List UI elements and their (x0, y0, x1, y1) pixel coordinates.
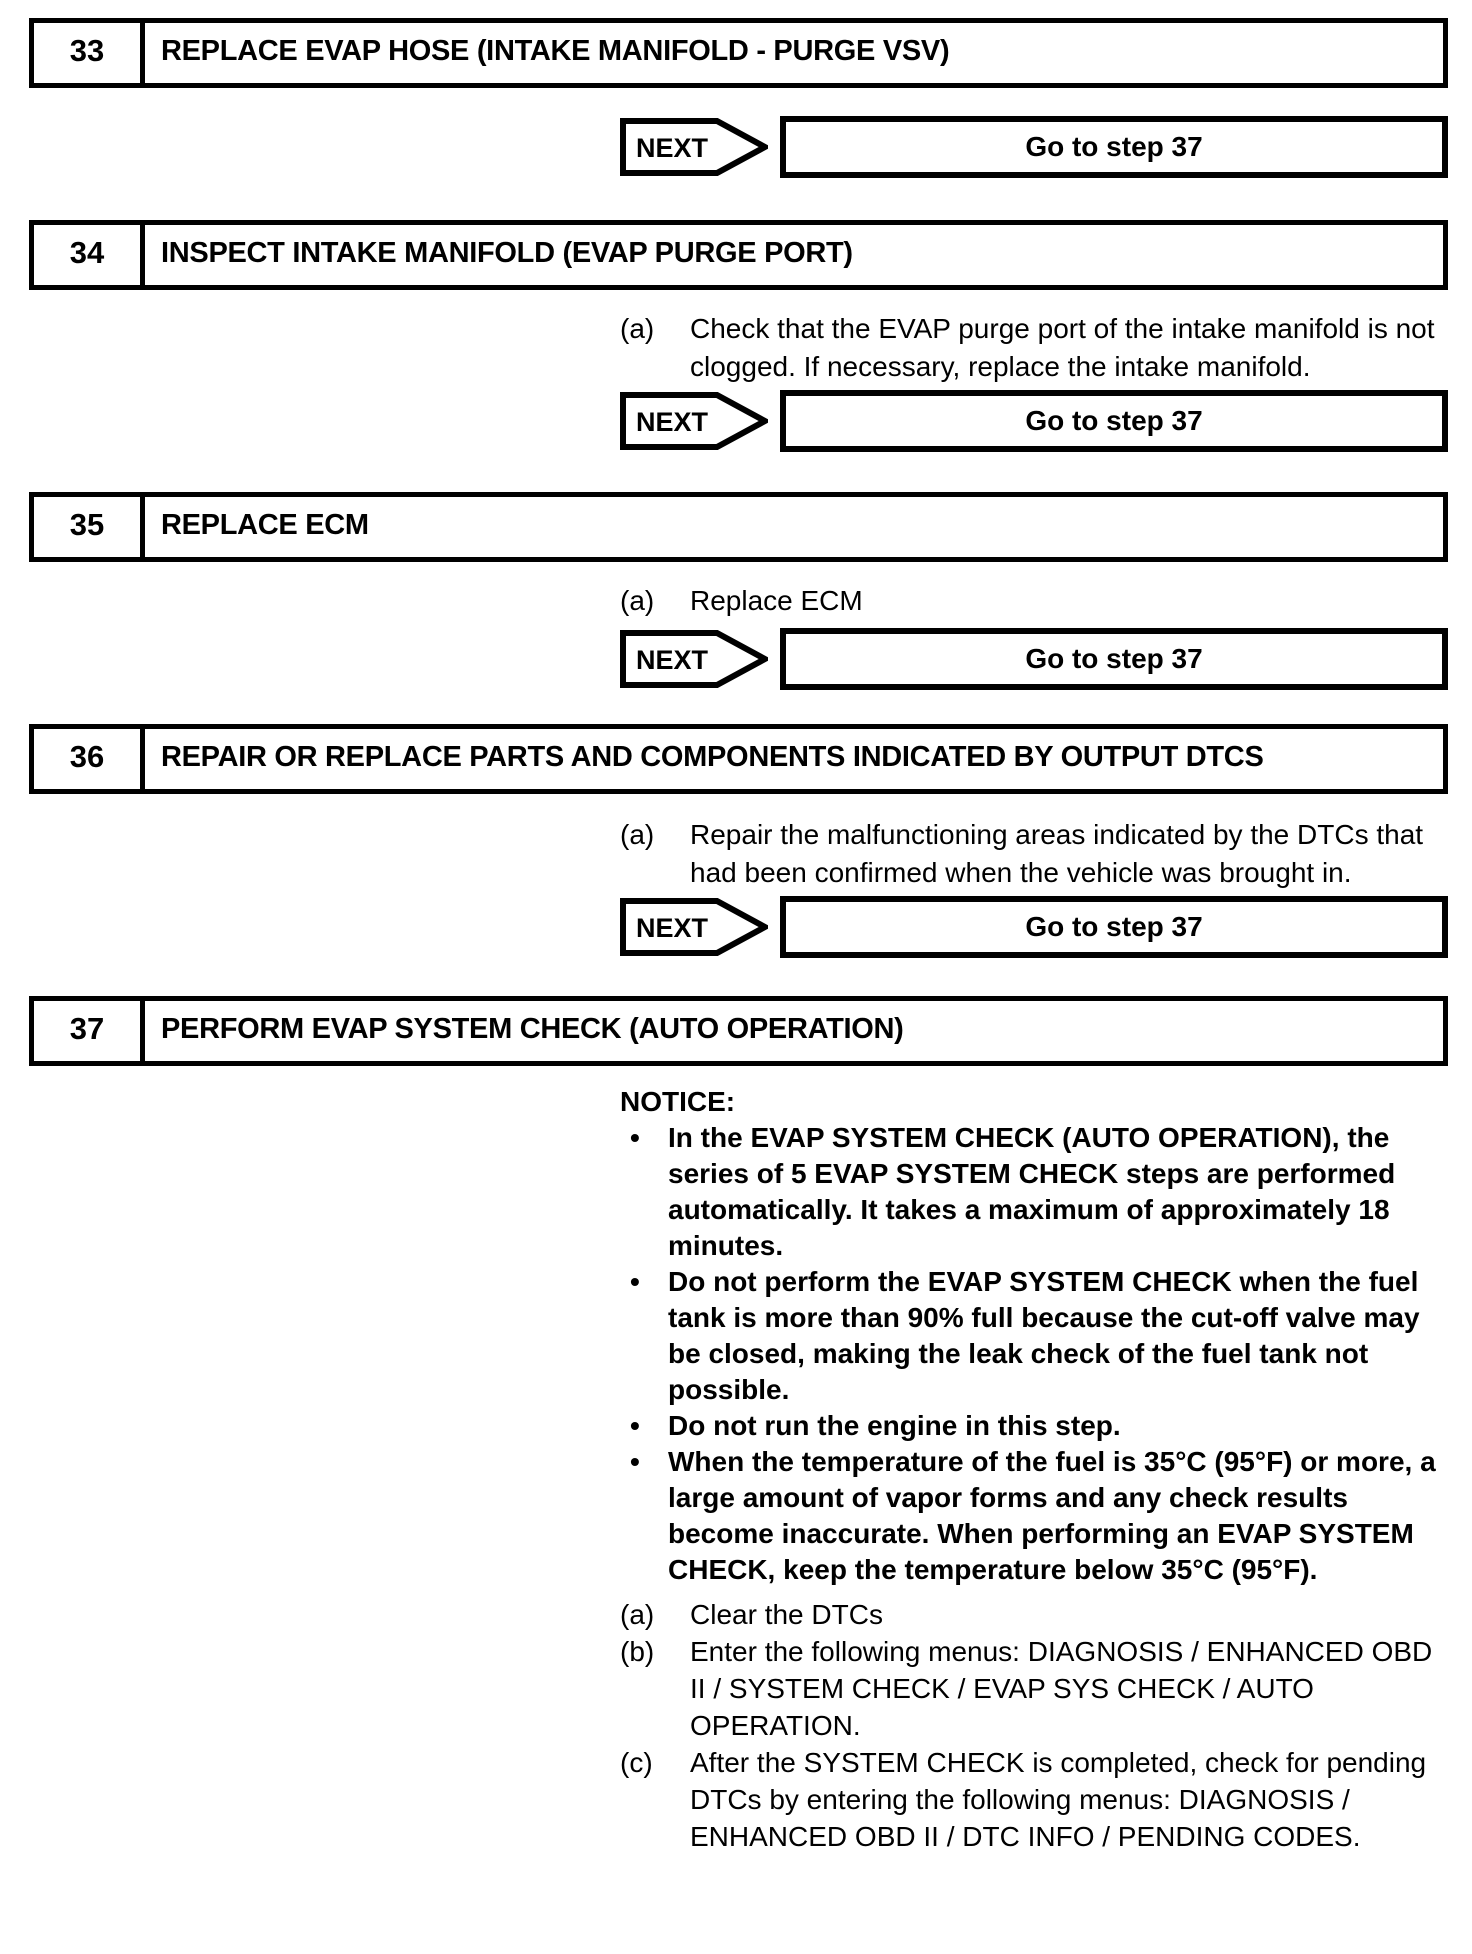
notice-bullet-item: • When the temperature of the fuel is 35… (630, 1444, 1448, 1588)
instruction-text: Enter the following menus: DIAGNOSIS / E… (690, 1636, 1433, 1741)
step-body: (a) Repair the malfunctioning areas indi… (620, 816, 1448, 958)
goto-box: Go to step 37 (780, 390, 1448, 452)
notice-bullet-item: • Do not perform the EVAP SYSTEM CHECK w… (630, 1264, 1448, 1408)
next-arrow-icon: NEXT (620, 118, 768, 176)
step-body: NEXT Go to step 37 (620, 116, 1448, 178)
goto-box: Go to step 37 (780, 628, 1448, 690)
goto-label: Go to step 37 (1025, 911, 1203, 942)
instruction-marker: (a) (620, 1599, 655, 1630)
step-header: 35 REPLACE ECM (29, 492, 1448, 562)
next-arrow-label: NEXT (636, 407, 709, 437)
notice-bullet-text: When the temperature of the fuel is 35°C… (668, 1446, 1436, 1585)
instruction-marker: (c) (620, 1747, 653, 1778)
instruction-marker: (b) (620, 1636, 655, 1667)
next-row: NEXT Go to step 37 (620, 116, 1448, 178)
instruction-text: After the SYSTEM CHECK is completed, che… (690, 1747, 1427, 1852)
notice-bullet-text: In the EVAP SYSTEM CHECK (AUTO OPERATION… (668, 1122, 1396, 1261)
instruction-item: (a) Repair the malfunctioning areas indi… (620, 816, 1448, 892)
step-body: (a) Check that the EVAP purge port of th… (620, 310, 1448, 452)
step-section-33: 33 REPLACE EVAP HOSE (INTAKE MANIFOLD - … (29, 18, 1448, 178)
instruction-item: (a) Check that the EVAP purge port of th… (620, 310, 1448, 386)
notice-bullet-text: Do not run the engine in this step. (668, 1410, 1121, 1441)
step-section-36: 36 REPAIR OR REPLACE PARTS AND COMPONENT… (29, 724, 1448, 958)
instruction-text: Clear the DTCs (690, 1599, 883, 1630)
bullet-icon: • (630, 1446, 640, 1477)
step-title: REPLACE ECM (161, 509, 369, 541)
step-header: 36 REPAIR OR REPLACE PARTS AND COMPONENT… (29, 724, 1448, 794)
notice-label: NOTICE: (620, 1086, 736, 1117)
instruction-item: (a) Clear the DTCs (620, 1596, 1448, 1633)
next-arrow-icon: NEXT (620, 392, 768, 450)
step-body: NOTICE: • In the EVAP SYSTEM CHECK (AUTO… (620, 1084, 1448, 1855)
next-row: NEXT Go to step 37 (620, 390, 1448, 452)
next-arrow-label: NEXT (636, 913, 709, 943)
step-section-34: 34 INSPECT INTAKE MANIFOLD (EVAP PURGE P… (29, 220, 1448, 452)
step-number: 33 (34, 23, 145, 83)
instruction-text: Replace ECM (690, 585, 863, 616)
step-title: PERFORM EVAP SYSTEM CHECK (AUTO OPERATIO… (161, 1013, 904, 1045)
step-number: 37 (34, 1001, 145, 1061)
step-header: 37 PERFORM EVAP SYSTEM CHECK (AUTO OPERA… (29, 996, 1448, 1066)
notice-bullet-item: • Do not run the engine in this step. (630, 1408, 1448, 1444)
step-body: (a) Replace ECM NEXT Go to step 37 (620, 582, 1448, 690)
bullet-icon: • (630, 1410, 640, 1441)
step-title: REPAIR OR REPLACE PARTS AND COMPONENTS I… (161, 741, 1264, 773)
instruction-marker: (a) (620, 819, 655, 850)
instruction-marker: (a) (620, 585, 655, 616)
step-number: 35 (34, 497, 145, 557)
next-arrow-icon: NEXT (620, 898, 768, 956)
instruction-item: (c) After the SYSTEM CHECK is completed,… (620, 1744, 1448, 1855)
instruction-item: (b) Enter the following menus: DIAGNOSIS… (620, 1633, 1448, 1744)
next-arrow-label: NEXT (636, 133, 709, 163)
bullet-icon: • (630, 1266, 640, 1297)
goto-label: Go to step 37 (1025, 405, 1203, 436)
instruction-text: Check that the EVAP purge port of the in… (690, 313, 1435, 382)
goto-box: Go to step 37 (780, 896, 1448, 958)
next-arrow-icon: NEXT (620, 630, 768, 688)
goto-label: Go to step 37 (1025, 643, 1203, 674)
step-number: 34 (34, 225, 145, 285)
step-header: 33 REPLACE EVAP HOSE (INTAKE MANIFOLD - … (29, 18, 1448, 88)
step-title: REPLACE EVAP HOSE (INTAKE MANIFOLD - PUR… (161, 35, 950, 67)
notice-bullet-text: Do not perform the EVAP SYSTEM CHECK whe… (668, 1266, 1420, 1405)
instruction-text: Repair the malfunctioning areas indicate… (690, 819, 1424, 888)
instruction-marker: (a) (620, 313, 655, 344)
notice-bullet-item: • In the EVAP SYSTEM CHECK (AUTO OPERATI… (630, 1120, 1448, 1264)
goto-label: Go to step 37 (1025, 131, 1203, 162)
step-section-37: 37 PERFORM EVAP SYSTEM CHECK (AUTO OPERA… (29, 996, 1448, 1855)
notice-block: NOTICE: • In the EVAP SYSTEM CHECK (AUTO… (620, 1084, 1448, 1588)
step-title: INSPECT INTAKE MANIFOLD (EVAP PURGE PORT… (161, 237, 853, 269)
step-number: 36 (34, 729, 145, 789)
instruction-item: (a) Replace ECM (620, 582, 1448, 620)
next-arrow-label: NEXT (636, 645, 709, 675)
next-row: NEXT Go to step 37 (620, 628, 1448, 690)
next-row: NEXT Go to step 37 (620, 896, 1448, 958)
bullet-icon: • (630, 1122, 640, 1153)
goto-box: Go to step 37 (780, 116, 1448, 178)
step-header: 34 INSPECT INTAKE MANIFOLD (EVAP PURGE P… (29, 220, 1448, 290)
step-section-35: 35 REPLACE ECM (a) Replace ECM NEXT Go t… (29, 492, 1448, 690)
